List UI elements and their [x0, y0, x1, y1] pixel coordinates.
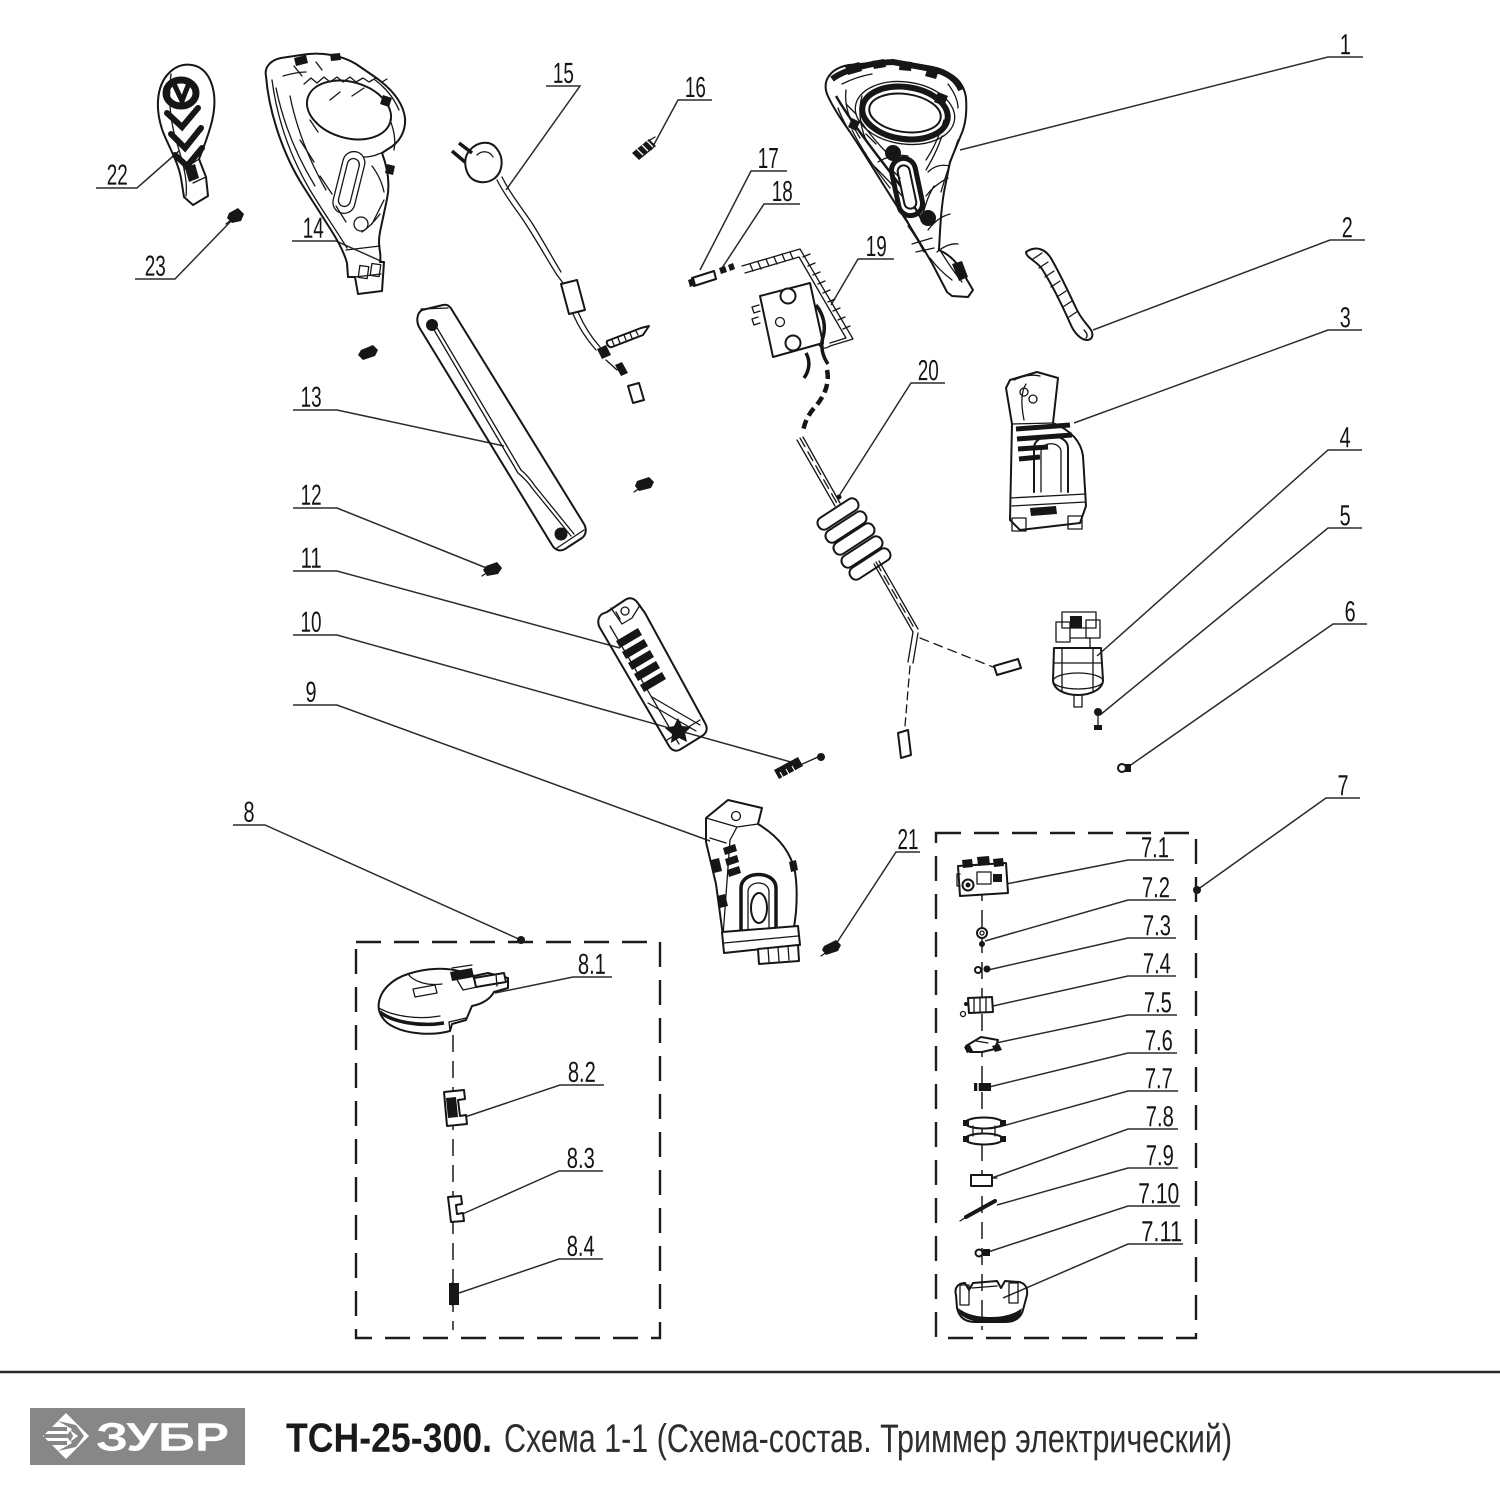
- svg-text:7.11: 7.11: [1141, 1216, 1182, 1248]
- svg-text:8.3: 8.3: [567, 1143, 595, 1175]
- svg-text:8.4: 8.4: [567, 1231, 595, 1263]
- svg-text:9: 9: [306, 677, 317, 709]
- svg-text:Схема 1-1 (Схема-состав. Тримм: Схема 1-1 (Схема-состав. Триммер электри…: [504, 1417, 1232, 1461]
- svg-text:12: 12: [301, 480, 322, 512]
- svg-text:7: 7: [1337, 770, 1348, 802]
- svg-text:8: 8: [243, 797, 254, 829]
- svg-text:13: 13: [301, 382, 322, 414]
- svg-text:15: 15: [553, 58, 574, 90]
- svg-text:16: 16: [685, 72, 706, 104]
- svg-text:7.6: 7.6: [1145, 1025, 1173, 1057]
- svg-text:4: 4: [1340, 422, 1351, 454]
- svg-text:23: 23: [145, 251, 166, 283]
- svg-text:ЗУБР: ЗУБР: [96, 1416, 229, 1460]
- svg-text:2: 2: [1342, 212, 1353, 244]
- svg-text:3: 3: [1340, 302, 1351, 334]
- svg-text:10: 10: [301, 607, 322, 639]
- svg-text:7.1: 7.1: [1141, 832, 1169, 864]
- svg-text:20: 20: [918, 355, 939, 387]
- svg-text:8.1: 8.1: [578, 949, 606, 981]
- svg-text:6: 6: [1345, 596, 1356, 628]
- svg-text:8.2: 8.2: [568, 1057, 596, 1089]
- svg-text:18: 18: [772, 176, 793, 208]
- svg-text:7.7: 7.7: [1145, 1063, 1173, 1095]
- svg-text:1: 1: [1340, 29, 1351, 61]
- svg-text:7.4: 7.4: [1143, 948, 1171, 980]
- svg-text:7.3: 7.3: [1143, 910, 1171, 942]
- svg-text:7.8: 7.8: [1146, 1101, 1174, 1133]
- svg-text:14: 14: [303, 213, 324, 245]
- svg-text:21: 21: [897, 824, 918, 856]
- svg-text:11: 11: [301, 543, 322, 575]
- svg-text:17: 17: [758, 143, 779, 175]
- svg-text:7.9: 7.9: [1146, 1140, 1174, 1172]
- svg-text:7.2: 7.2: [1142, 872, 1170, 904]
- svg-text:ТСН-25-300.: ТСН-25-300.: [286, 1415, 492, 1461]
- svg-text:22: 22: [107, 160, 128, 192]
- svg-text:5: 5: [1340, 500, 1351, 532]
- svg-text:19: 19: [866, 231, 887, 263]
- svg-text:7.5: 7.5: [1144, 987, 1172, 1019]
- svg-text:7.10: 7.10: [1138, 1178, 1179, 1210]
